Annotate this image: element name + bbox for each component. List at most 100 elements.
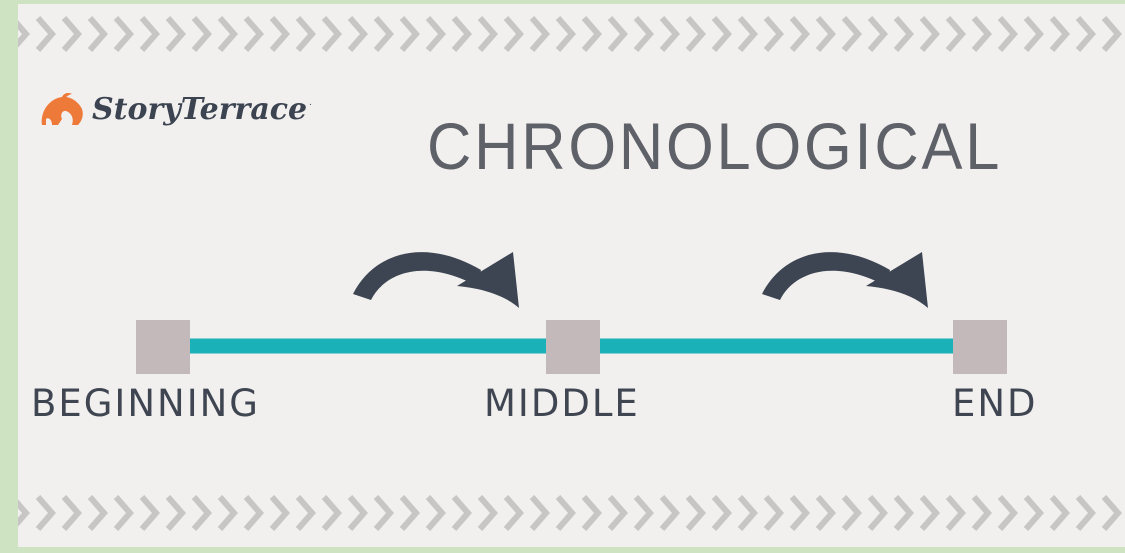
chevron-mark (737, 495, 758, 531)
chevron-mark (659, 495, 680, 531)
chevron-mark (581, 495, 602, 531)
chevron-mark (295, 495, 316, 531)
chevron-mark (425, 495, 446, 531)
infographic-card: StoryTerrace . CHRONOLOGICAL BEGINNING M… (18, 4, 1125, 547)
chevron-mark (919, 495, 940, 531)
chevron-mark (451, 16, 472, 52)
chevron-mark (919, 16, 940, 52)
storyterrace-logo-icon (41, 93, 83, 125)
chevron-mark (789, 495, 810, 531)
chevron-mark (867, 495, 888, 531)
stage-node-beginning (136, 320, 190, 374)
chevron-mark (607, 495, 628, 531)
chevron-mark (373, 495, 394, 531)
chevron-mark (815, 495, 836, 531)
chevron-mark (269, 16, 290, 52)
chevron-mark (711, 495, 732, 531)
chevron-mark (113, 495, 134, 531)
chevron-mark (763, 16, 784, 52)
chevron-mark (633, 16, 654, 52)
stage-node-end (953, 320, 1007, 374)
chevron-mark (841, 495, 862, 531)
chevron-mark (607, 16, 628, 52)
chevron-mark (61, 495, 82, 531)
stage-label-end: END (952, 382, 1038, 425)
chevron-mark (659, 16, 680, 52)
curved-arrow-icon (762, 252, 928, 308)
brand-logo: StoryTerrace . (38, 84, 312, 134)
chevron-border-top (18, 16, 1122, 52)
chevron-mark (633, 495, 654, 531)
chevron-mark (945, 16, 966, 52)
stage-label-middle: MIDDLE (484, 382, 640, 425)
chevron-mark (217, 16, 238, 52)
chevron-mark (269, 495, 290, 531)
brand-trademark: . (309, 98, 313, 108)
chevron-mark (243, 16, 264, 52)
chevron-mark (815, 16, 836, 52)
chevron-mark (685, 495, 706, 531)
timeline-diagram (136, 252, 1007, 374)
chevron-mark (1101, 16, 1122, 52)
stage-label-beginning: BEGINNING (31, 382, 260, 425)
chevron-mark (867, 16, 888, 52)
curved-arrow-icon (353, 252, 519, 308)
chevron-border-bottom (18, 495, 1122, 531)
chevron-mark (35, 16, 56, 52)
stage-node-middle (546, 320, 600, 374)
chevron-mark (477, 495, 498, 531)
chevron-mark (347, 495, 368, 531)
chevron-mark (1075, 16, 1096, 52)
chevron-mark (841, 16, 862, 52)
chevron-mark (113, 16, 134, 52)
chevron-mark (1023, 495, 1044, 531)
chevron-mark (347, 16, 368, 52)
chevron-mark (87, 16, 108, 52)
chevron-mark (139, 495, 160, 531)
chevron-mark (477, 16, 498, 52)
chevron-mark (1049, 16, 1070, 52)
chevron-mark (1101, 495, 1122, 531)
chevron-mark (321, 16, 342, 52)
chevron-mark (581, 16, 602, 52)
chevron-mark (789, 16, 810, 52)
chevron-mark (243, 495, 264, 531)
chevron-mark (997, 16, 1018, 52)
chevron-mark (893, 16, 914, 52)
chevron-mark (711, 16, 732, 52)
chevron-mark (61, 16, 82, 52)
chevron-mark (373, 16, 394, 52)
chevron-mark (997, 495, 1018, 531)
chevron-mark (503, 495, 524, 531)
chevron-mark (399, 495, 420, 531)
chevron-mark (165, 16, 186, 52)
chevron-mark (18, 20, 30, 48)
page-title: CHRONOLOGICAL (427, 109, 1003, 183)
chevron-mark (191, 16, 212, 52)
chevron-mark (529, 16, 550, 52)
chevron-mark (555, 16, 576, 52)
chevron-mark (18, 499, 30, 527)
chevron-mark (893, 495, 914, 531)
chevron-mark (451, 495, 472, 531)
chevron-mark (425, 16, 446, 52)
chevron-mark (1075, 495, 1096, 531)
chevron-mark (555, 495, 576, 531)
chevron-mark (87, 495, 108, 531)
chevron-mark (503, 16, 524, 52)
chevron-mark (191, 495, 212, 531)
chevron-mark (1023, 16, 1044, 52)
brand-name: StoryTerrace (92, 91, 308, 127)
chevron-mark (321, 495, 342, 531)
chevron-mark (165, 495, 186, 531)
chevron-mark (945, 495, 966, 531)
chevron-mark (737, 16, 758, 52)
chevron-mark (217, 495, 238, 531)
chevron-mark (971, 16, 992, 52)
chevron-mark (399, 16, 420, 52)
chevron-mark (295, 16, 316, 52)
chevron-mark (763, 495, 784, 531)
chevron-mark (685, 16, 706, 52)
chevron-mark (139, 16, 160, 52)
